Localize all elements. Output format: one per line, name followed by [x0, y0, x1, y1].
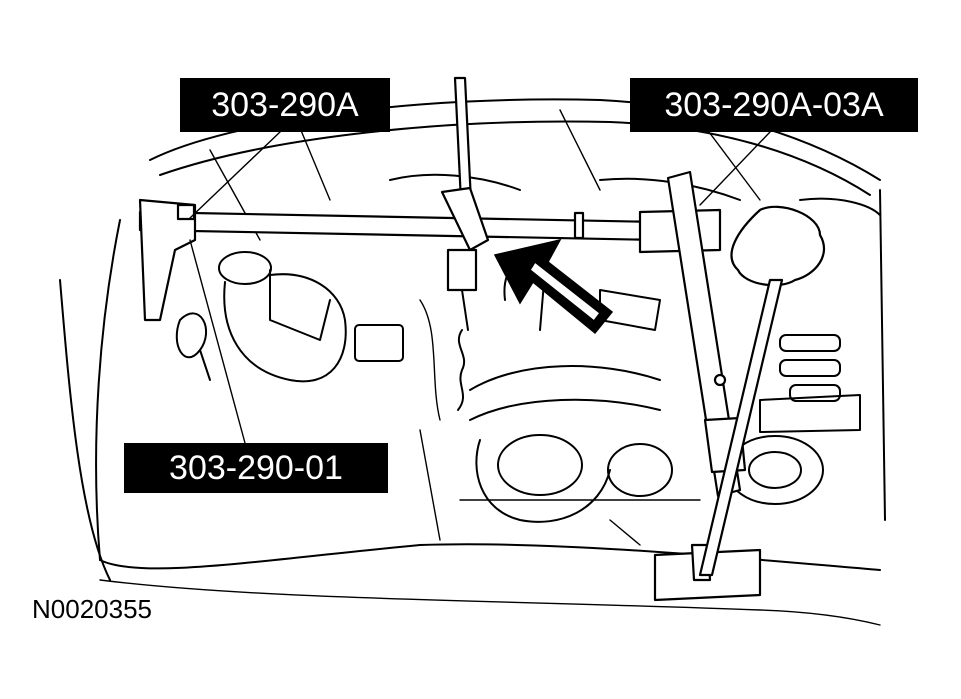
direction-arrow: [493, 238, 614, 335]
callout-leaders: [189, 131, 771, 444]
adjuster-knob: [698, 205, 826, 577]
hood-outline: [59, 98, 886, 626]
tool-label-303-290-01: 303-290-01: [124, 443, 388, 493]
lifting-hook-rod: [440, 76, 490, 411]
figure-reference-number: N0020355: [32, 594, 152, 624]
engine-support-bar: [138, 170, 762, 602]
tool-label-303-290A-03A: 303-290A-03A: [630, 78, 918, 132]
tool-label-303-290A: 303-290A: [180, 78, 390, 132]
